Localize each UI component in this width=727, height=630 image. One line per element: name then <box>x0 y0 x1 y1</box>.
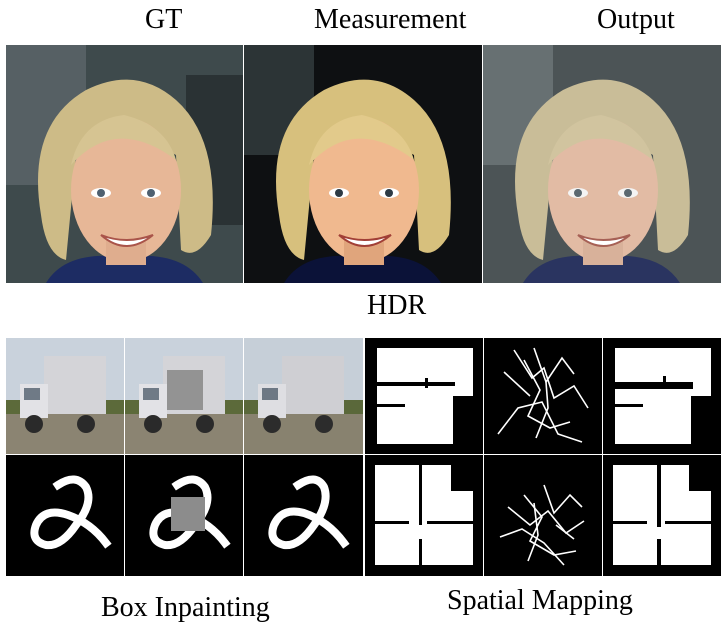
inpaint-digit-output <box>244 455 363 576</box>
mapping-trajectory-2 <box>484 455 602 576</box>
hdr-output-face <box>483 45 721 283</box>
header-output: Output <box>597 4 675 35</box>
header-measurement: Measurement <box>314 4 467 35</box>
inpaint-digit-gt <box>6 455 124 576</box>
label-box-inpainting: Box Inpainting <box>101 592 270 623</box>
inpaint-truck-gt <box>6 338 124 454</box>
header-gt: GT <box>145 4 183 35</box>
hdr-measurement-face <box>244 45 482 283</box>
label-spatial-mapping: Spatial Mapping <box>447 585 633 616</box>
inpaint-digit-measurement <box>125 455 243 576</box>
hdr-gt-face <box>6 45 243 283</box>
mapping-map-gt-1 <box>365 338 483 454</box>
inpaint-truck-measurement <box>125 338 243 454</box>
label-hdr: HDR <box>367 290 427 321</box>
inpaint-truck-output <box>244 338 363 454</box>
mapping-trajectory-1 <box>484 338 602 454</box>
mapping-map-output-2 <box>603 455 721 576</box>
mapping-map-gt-2 <box>365 455 483 576</box>
mapping-map-output-1 <box>603 338 721 454</box>
